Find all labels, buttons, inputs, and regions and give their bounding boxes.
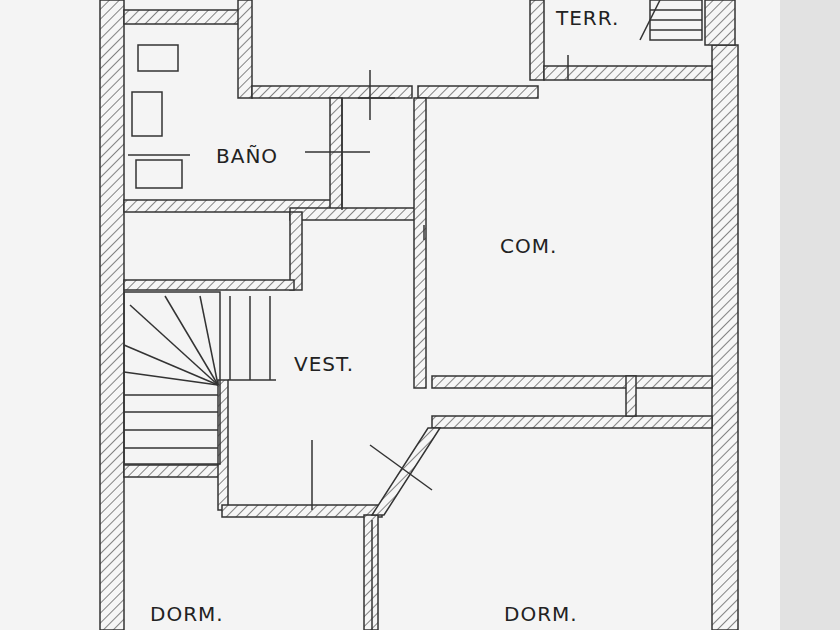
room-label: BAÑO [216, 146, 278, 166]
room-label: VEST. [294, 354, 354, 374]
room-label: DORM. [504, 604, 578, 624]
room-label: COM. [500, 236, 557, 256]
room-label: DORM. [150, 604, 224, 624]
room-label: TERR. [556, 8, 619, 28]
